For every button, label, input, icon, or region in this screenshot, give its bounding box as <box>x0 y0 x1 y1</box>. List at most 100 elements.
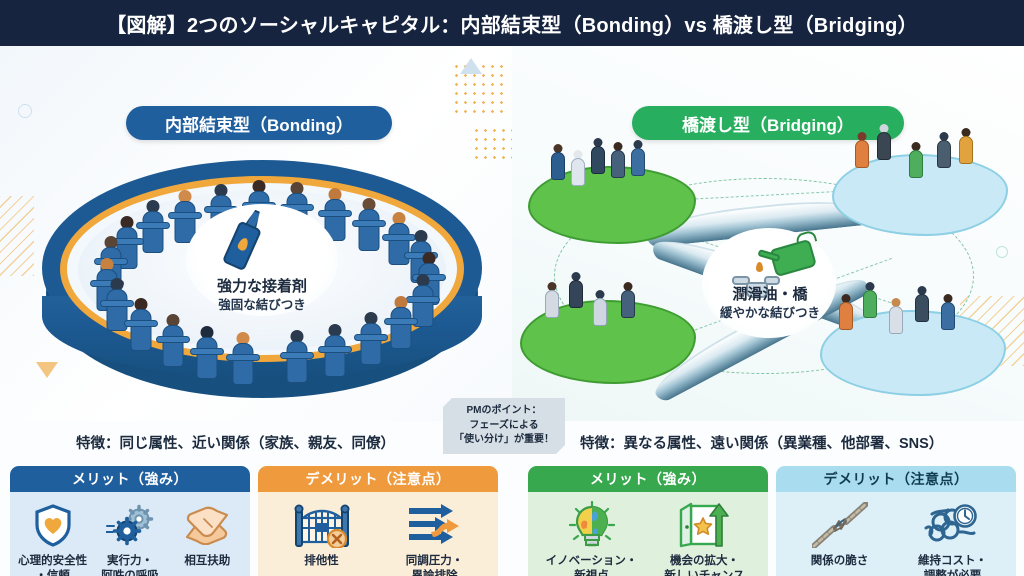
card-item: 関係の脆さ <box>786 500 893 569</box>
person-figure <box>592 290 607 328</box>
card-item: 排他性 <box>268 500 375 569</box>
card-item: イノベーション・ 新視点 <box>538 500 645 576</box>
card-bridging-demerit-body: 関係の脆さ <box>776 492 1016 576</box>
bridging-caption-main: 潤滑油・橋 <box>732 286 808 303</box>
infographic-stage: 内部結束型（Bonding） 橋渡し型（Bridging） <box>0 46 1024 576</box>
person-figure <box>156 314 190 368</box>
glue-highlight-bubble <box>186 204 338 316</box>
island-blue-top-right <box>832 124 1008 249</box>
bonding-caption-main: 強力な接着剤 <box>216 278 307 295</box>
card-item-label: 相互扶助 <box>184 555 231 567</box>
person-figure <box>318 324 352 378</box>
handshake-icon <box>184 500 230 550</box>
card-item-label: 機会の拡大・ 新しいチャンス <box>664 555 745 576</box>
tangled-rope-clock-icon <box>924 500 980 550</box>
person-figure <box>550 144 565 182</box>
pm-point-callout: PMのポイント： フェーズによる 「使い分け」が重要！ <box>443 398 565 454</box>
person-figure <box>610 142 625 180</box>
card-item-label: 関係の脆さ <box>810 555 869 567</box>
oil-can-icon <box>756 229 822 278</box>
card-group-divider <box>510 466 512 576</box>
person-figure <box>854 132 869 170</box>
person-figure <box>318 188 352 242</box>
card-bonding-demerit-header: デメリット（注意点） <box>258 466 498 492</box>
bridging-illustration: 潤滑油・橋 緩やかな結びつき <box>520 124 1020 418</box>
card-item: 心理的安全性 ・信頼 <box>14 500 91 576</box>
callout-line-1: PMのポイント： <box>466 405 542 417</box>
callout-line-3: 「使い分け」が重要！ <box>454 434 554 446</box>
decorative-triangle <box>460 58 482 74</box>
person-figure <box>406 274 440 328</box>
island-green-top-left <box>528 138 696 257</box>
bonding-caption-sub: 強固な結びつき <box>218 297 306 312</box>
bridging-center-caption: 潤滑油・橋 緩やかな結びつき <box>686 286 854 321</box>
island-green-bottom-left <box>520 272 696 397</box>
callout-line-2: フェーズによる <box>469 419 539 431</box>
person-figure <box>352 198 386 252</box>
card-bonding-demerit-body: 排他性 同調圧力・ 異論排除 <box>258 492 498 576</box>
card-bridging-demerit: デメリット（注意点） 関係の脆さ <box>776 466 1016 576</box>
title-bar: 【図解】2つのソーシャルキャピタル：内部結束型（Bonding）vs 橋渡し型（… <box>0 0 1024 46</box>
bonding-ring: 強力な接着剤 強固な結びつき <box>34 146 490 414</box>
card-item-label: 実行力・ 阿吽の呼吸 <box>101 555 159 576</box>
person-figure <box>384 296 418 350</box>
panel-header-bonding: 内部結束型（Bonding） <box>126 106 392 140</box>
person-figure <box>136 200 170 254</box>
card-item: 相互扶助 <box>169 500 246 569</box>
gears-icon <box>105 500 154 550</box>
person-figure <box>936 132 951 170</box>
person-figure <box>544 282 559 320</box>
card-item-label: 同調圧力・ 異論排除 <box>405 555 464 576</box>
card-item-label: イノベーション・ 新視点 <box>545 555 638 576</box>
dashed-network-icon <box>554 178 974 374</box>
person-figure <box>958 128 973 166</box>
person-figure <box>590 138 605 176</box>
person-figure <box>838 294 853 332</box>
person-figure <box>100 278 134 332</box>
panel-header-bridging-label: 橋渡し型（Bridging） <box>682 115 854 135</box>
decorative-circle <box>996 246 1008 258</box>
card-bonding-merit-header: メリット（強み） <box>10 466 250 492</box>
bonding-center-caption: 強力な接着剤 強固な結びつき <box>164 278 360 313</box>
open-door-arrow-icon <box>677 500 731 550</box>
breaking-rope-icon <box>811 500 868 550</box>
card-item-label: 維持コスト・ 調整が必要 <box>917 555 987 576</box>
card-bridging-demerit-header: デメリット（注意点） <box>776 466 1016 492</box>
decorative-circle <box>18 104 32 118</box>
closed-gate-icon <box>293 500 351 550</box>
decorative-diagonal-lines <box>0 196 34 276</box>
person-figure <box>124 298 158 352</box>
person-figure <box>888 298 903 336</box>
card-item: 同調圧力・ 異論排除 <box>381 500 488 576</box>
card-item-label: 心理的安全性 ・信頼 <box>18 555 88 576</box>
person-figure <box>620 282 635 320</box>
bonding-feature-line: 特徴：同じ属性、近い関係（家族、親友、同僚） <box>76 436 395 452</box>
arrows-conformity-icon <box>405 500 463 550</box>
island-blue-bottom-right <box>820 282 1006 409</box>
card-item-label: 排他性 <box>304 555 339 567</box>
card-item: 機会の拡大・ 新しいチャンス <box>651 500 758 576</box>
card-bonding-merit: メリット（強み） 心理的安全性 ・信頼 <box>10 466 250 576</box>
person-figure <box>862 282 877 320</box>
person-figure <box>190 326 224 380</box>
puzzle-lightbulb-icon <box>566 500 618 550</box>
card-bridging-merit: メリット（強み） <box>528 466 768 576</box>
pipe-joint-icon <box>732 268 780 302</box>
person-figure <box>568 272 583 310</box>
bridging-feature-line: 特徴：異なる属性、遠い関係（異業種、他部署、SNS） <box>580 436 944 452</box>
decorative-dots <box>472 126 512 162</box>
shield-heart-icon <box>33 500 73 550</box>
person-figure <box>168 190 202 244</box>
card-bridging-merit-body: イノベーション・ 新視点 機会の拡大・ 新しいチャンス <box>528 492 768 576</box>
decorative-triangle <box>36 362 58 378</box>
page-title: 【図解】2つのソーシャルキャピタル：内部結束型（Bonding）vs 橋渡し型（… <box>106 14 918 37</box>
person-figure <box>354 312 388 366</box>
person-figure <box>226 332 260 386</box>
person-figure <box>280 330 314 384</box>
card-bonding-merit-body: 心理的安全性 ・信頼 <box>10 492 250 576</box>
person-figure <box>940 294 955 332</box>
card-item: 実行力・ 阿吽の呼吸 <box>92 500 169 576</box>
person-figure <box>630 140 645 178</box>
person-figure <box>908 142 923 180</box>
card-bonding-demerit: デメリット（注意点） <box>258 466 498 576</box>
